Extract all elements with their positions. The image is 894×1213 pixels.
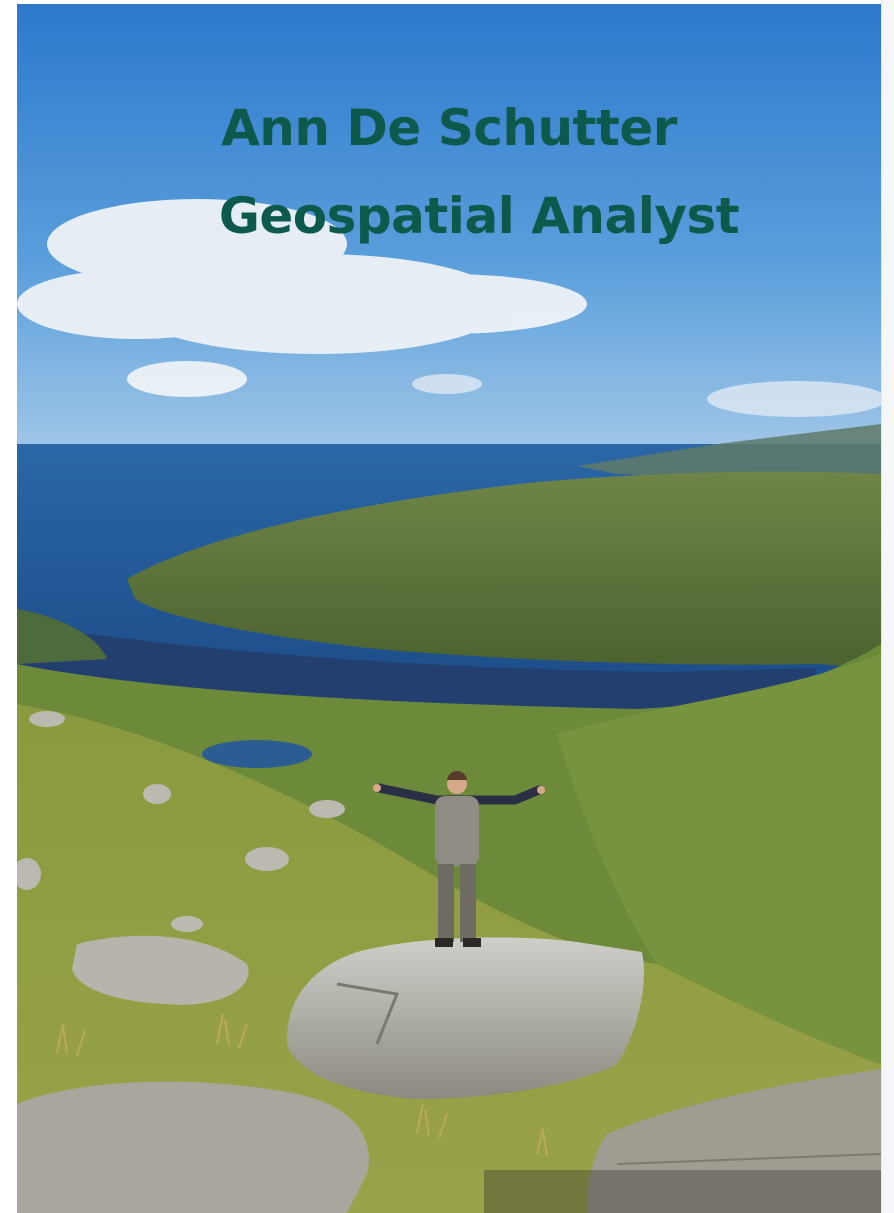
headland [127,471,881,669]
landscape-illustration [17,4,881,1213]
person-name: Ann De Schutter [221,99,677,157]
bottom-shade-bar [484,1170,881,1213]
person-on-rock-icon [373,771,545,947]
standing-rock [286,937,645,1099]
slope-rocks [17,711,345,932]
landscape-photo [17,4,881,1213]
pond [202,740,312,768]
foreground-rocks-right [587,1069,881,1213]
job-title: Geospatial Analyst [218,187,740,245]
poster-title: Ann De Schutter Geospatial Analyst [17,84,881,260]
inlet [17,624,817,711]
foreground-rocks-left [17,1081,369,1213]
clouds [17,199,587,397]
grass-tufts [56,1013,548,1157]
page-edge [881,0,894,1213]
